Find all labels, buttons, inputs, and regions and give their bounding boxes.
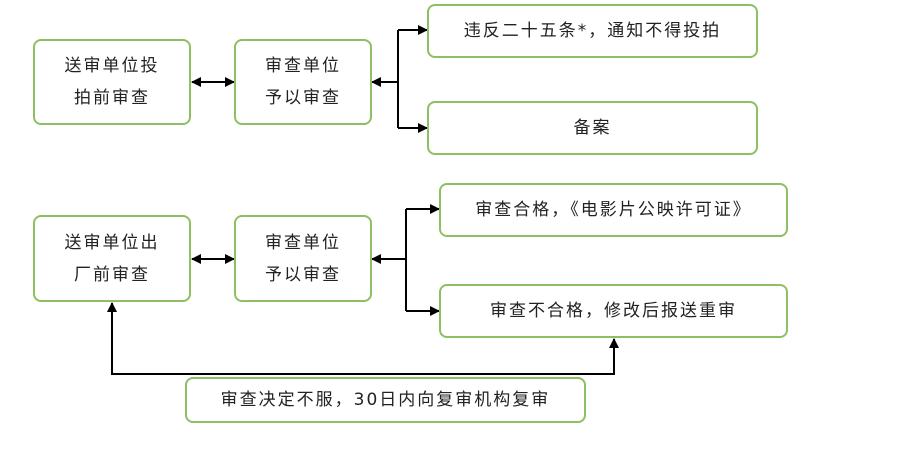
top-record-text: 备案 (573, 118, 612, 138)
bottom-review-line2: 予以审查 (265, 264, 341, 285)
bottom-review-box: 审查单位予以审查 (234, 215, 372, 302)
appeal-text: 审查决定不服，30日内向复审机构复审 (220, 390, 551, 410)
bottom-submit-line2: 厂前审查 (74, 264, 150, 285)
appeal-loop (107, 302, 619, 375)
top-submit-line2: 拍前审查 (74, 88, 150, 108)
bottom-fail-box: 审查不合格，修改后报送重审 (439, 284, 788, 338)
top-violation-box: 违反二十五条*，通知不得投拍 (427, 4, 758, 58)
appeal-box: 审查决定不服，30日内向复审机构复审 (185, 377, 586, 423)
top-record-box: 备案 (427, 101, 758, 155)
top-violation-text: 违反二十五条*，通知不得投拍 (463, 21, 722, 41)
bottom-pass-box: 审查合格，《电影片公映许可证》 (439, 183, 788, 237)
top-review-box: 审查单位予以审查 (234, 39, 372, 125)
top-submit-line1: 送审单位投 (64, 56, 160, 76)
top-review-line2: 予以审查 (265, 88, 341, 108)
bottom-review-line1: 审查单位 (265, 232, 341, 253)
bottom-pass-text: 审查合格，《电影片公映许可证》 (475, 200, 752, 220)
bottom-submit-box: 送审单位出厂前审查 (33, 215, 191, 302)
bottom-submit-line1: 送审单位出 (64, 232, 160, 253)
top-review-line1: 审查单位 (265, 56, 341, 76)
bottom-fail-text: 审查不合格，修改后报送重审 (490, 301, 737, 321)
top-submit-box: 送审单位投拍前审查 (33, 39, 191, 125)
